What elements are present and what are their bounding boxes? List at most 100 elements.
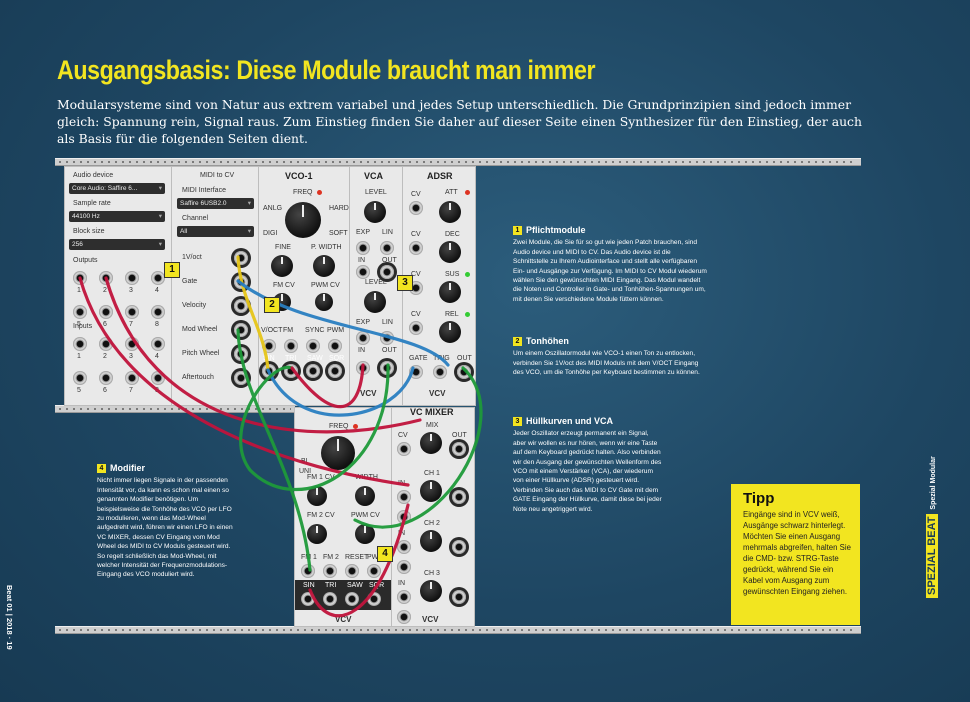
lfo-pwmcv-knob[interactable]: [355, 524, 375, 544]
audio-input-jack-2[interactable]: [99, 337, 113, 351]
mixer-ch3-out-jack[interactable]: [452, 590, 466, 604]
midi-jack-3[interactable]: [234, 323, 248, 337]
midi-interface-select[interactable]: Saffire 6USB2.0: [177, 198, 254, 209]
ch2-knob[interactable]: [420, 530, 442, 552]
lfo-out-label-2: SAW: [347, 582, 363, 589]
midi-jack-0[interactable]: [234, 251, 248, 265]
att-knob[interactable]: [439, 201, 461, 223]
mixer-ch1-cv-jack[interactable]: [397, 510, 411, 524]
ch3-knob[interactable]: [420, 580, 442, 602]
audio-jack-num-7: 7: [129, 321, 133, 328]
audio-output-jack-1[interactable]: [73, 271, 87, 285]
vca-level-knob-1[interactable]: [364, 201, 386, 223]
audio-output-jack-4[interactable]: [151, 271, 165, 285]
lfo-freq-knob[interactable]: [321, 436, 355, 470]
lfo-output-jack-1[interactable]: [323, 592, 337, 606]
pwmcv-knob[interactable]: [315, 293, 333, 311]
vca-lin-jack-1[interactable]: [380, 241, 394, 255]
lfo-input-jack-1[interactable]: [323, 564, 337, 578]
trig-label: TRIG: [433, 355, 450, 362]
vca-in-jack-2[interactable]: [356, 361, 370, 375]
lfo-freq-label: FREQ: [329, 423, 349, 430]
audio-input-jack-5[interactable]: [73, 371, 87, 385]
tag-2: 2: [264, 297, 280, 313]
mixer-out-jack[interactable]: [452, 442, 466, 456]
rel-knob[interactable]: [439, 321, 461, 343]
lfo-input-jack-3[interactable]: [367, 564, 381, 578]
vco-out-label-1: TRI: [285, 355, 297, 362]
lfo-input-jack-2[interactable]: [345, 564, 359, 578]
midi-jack-2[interactable]: [234, 299, 248, 313]
audio-output-jack-5[interactable]: [73, 305, 87, 319]
mixer-ch2-cv-jack[interactable]: [397, 560, 411, 574]
outputs-label: Outputs: [73, 257, 98, 264]
mix-knob[interactable]: [420, 432, 442, 454]
audio-output-jack-7[interactable]: [125, 305, 139, 319]
midi-jack-1[interactable]: [234, 275, 248, 289]
vco-input-jack-0[interactable]: [262, 339, 276, 353]
vco-input-jack-1[interactable]: [284, 339, 298, 353]
audio-input-jack-3[interactable]: [125, 337, 139, 351]
adsr-title: ADSR: [427, 171, 453, 181]
audio-output-jack-3[interactable]: [125, 271, 139, 285]
vca-lin-jack-2[interactable]: [380, 331, 394, 345]
mixer-ch1-out-jack[interactable]: [452, 490, 466, 504]
vco-output-jack-0[interactable]: [262, 364, 276, 378]
adsr-cv-jack-0[interactable]: [409, 201, 423, 215]
lfo-output-jack-3[interactable]: [367, 592, 381, 606]
audio-input-jack-7[interactable]: [125, 371, 139, 385]
mixer-ch3-in-jack[interactable]: [397, 590, 411, 604]
vca-out-jack-1[interactable]: [380, 265, 394, 279]
audio-input-jack-8[interactable]: [151, 371, 165, 385]
vca-exp-jack-1[interactable]: [356, 241, 370, 255]
lfo-output-jack-2[interactable]: [345, 592, 359, 606]
audio-device-select[interactable]: Core Audio: Saffire 6...: [69, 183, 165, 194]
lfo-output-jack-0[interactable]: [301, 592, 315, 606]
vco-freq-knob[interactable]: [285, 202, 321, 238]
mixer-ch3-cv-jack[interactable]: [397, 610, 411, 624]
vco-output-jack-2[interactable]: [306, 364, 320, 378]
midi-jack-4[interactable]: [234, 347, 248, 361]
sample-rate-select[interactable]: 44100 Hz: [69, 211, 165, 222]
audio-output-jack-8[interactable]: [151, 305, 165, 319]
ch2-label: CH 2: [424, 520, 440, 527]
block-size-select[interactable]: 256: [69, 239, 165, 250]
lfo-fm2cv-knob[interactable]: [307, 524, 327, 544]
channel-select[interactable]: All: [177, 226, 254, 237]
mixer-ch2-out-jack[interactable]: [452, 540, 466, 554]
audio-input-jack-1[interactable]: [73, 337, 87, 351]
mixer-cv-jack[interactable]: [397, 442, 411, 456]
mixer-ch1-in-jack[interactable]: [397, 490, 411, 504]
audio-jack-num-4: 4: [155, 287, 159, 294]
lfo-input-jack-0[interactable]: [301, 564, 315, 578]
lfo-width-knob[interactable]: [355, 486, 375, 506]
vca-level-knob-2[interactable]: [364, 291, 386, 313]
adsr-cv-jack-3[interactable]: [409, 321, 423, 335]
sus-knob[interactable]: [439, 281, 461, 303]
vco-input-jack-2[interactable]: [306, 339, 320, 353]
audio-jack-num-2: 2: [103, 287, 107, 294]
audio-output-jack-2[interactable]: [99, 271, 113, 285]
dec-knob[interactable]: [439, 241, 461, 263]
adsr-cv-jack-1[interactable]: [409, 241, 423, 255]
pwidth-knob[interactable]: [313, 255, 335, 277]
vco-output-jack-3[interactable]: [328, 364, 342, 378]
adsr-out-jack[interactable]: [457, 365, 471, 379]
vco-input-jack-3[interactable]: [328, 339, 342, 353]
adsr-trig-jack[interactable]: [433, 365, 447, 379]
ch1-knob[interactable]: [420, 480, 442, 502]
fine-knob[interactable]: [271, 255, 293, 277]
audio-input-jack-4[interactable]: [151, 337, 165, 351]
adsr-gate-jack[interactable]: [409, 365, 423, 379]
mixer-ch2-in-jack[interactable]: [397, 540, 411, 554]
midi-jack-5[interactable]: [234, 371, 248, 385]
vco-output-jack-1[interactable]: [284, 364, 298, 378]
vca-out-jack-2[interactable]: [380, 361, 394, 375]
lfo-jack-label-2: RESET: [345, 554, 369, 561]
vca-out-label-1: OUT: [382, 257, 397, 264]
audio-input-jack-6[interactable]: [99, 371, 113, 385]
vca-in-jack-1[interactable]: [356, 265, 370, 279]
lfo-fm1cv-knob[interactable]: [307, 486, 327, 506]
vca-exp-jack-2[interactable]: [356, 331, 370, 345]
audio-output-jack-6[interactable]: [99, 305, 113, 319]
